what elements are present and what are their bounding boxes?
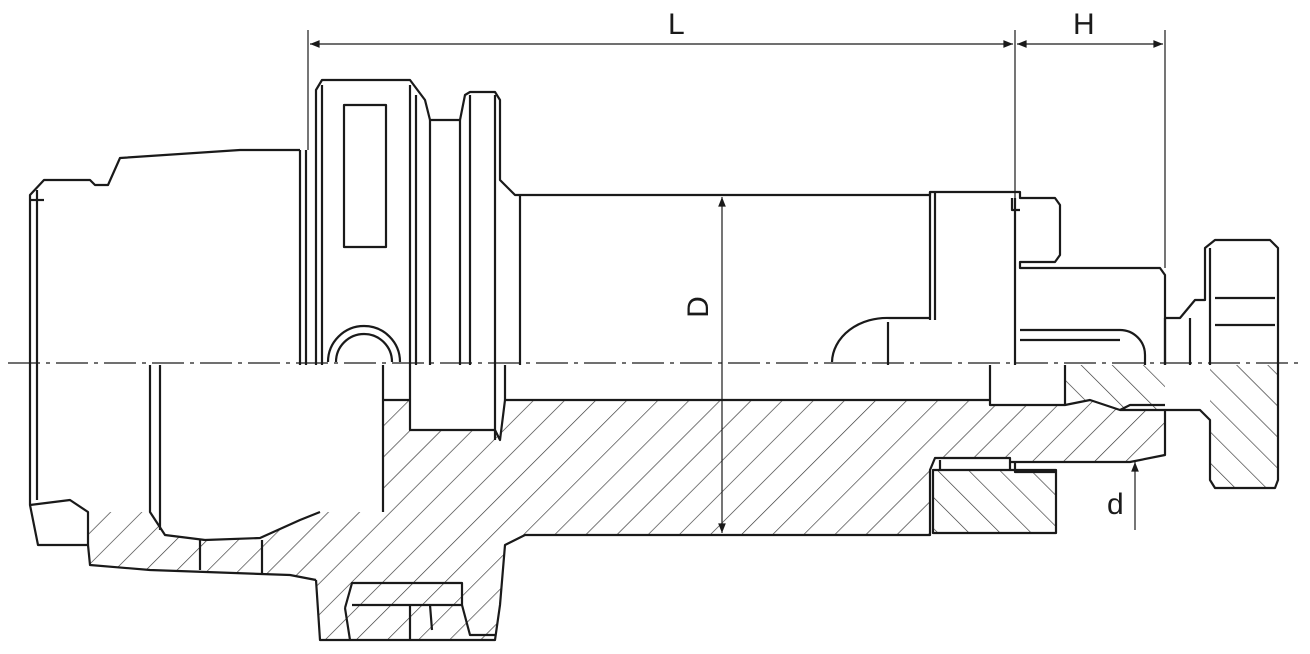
dimension-label-H: H xyxy=(1073,8,1095,41)
label-plate xyxy=(342,103,388,249)
dimension-label-d: d xyxy=(1107,488,1124,521)
dimensions xyxy=(307,30,1166,534)
dimension-label-L: L xyxy=(668,8,685,41)
insert-section xyxy=(933,470,1056,533)
outline xyxy=(28,78,1280,642)
hsk-shank xyxy=(28,148,317,582)
key-notch-arc xyxy=(326,324,402,363)
section-hatching xyxy=(88,365,1278,640)
flange xyxy=(314,78,520,197)
cutter-section xyxy=(1065,365,1278,488)
drawbar-pocket xyxy=(343,581,495,637)
shank-body xyxy=(520,190,1167,365)
body-section xyxy=(88,400,1165,640)
cutter-top xyxy=(1165,238,1280,365)
dimension-label-D: D xyxy=(681,296,715,318)
